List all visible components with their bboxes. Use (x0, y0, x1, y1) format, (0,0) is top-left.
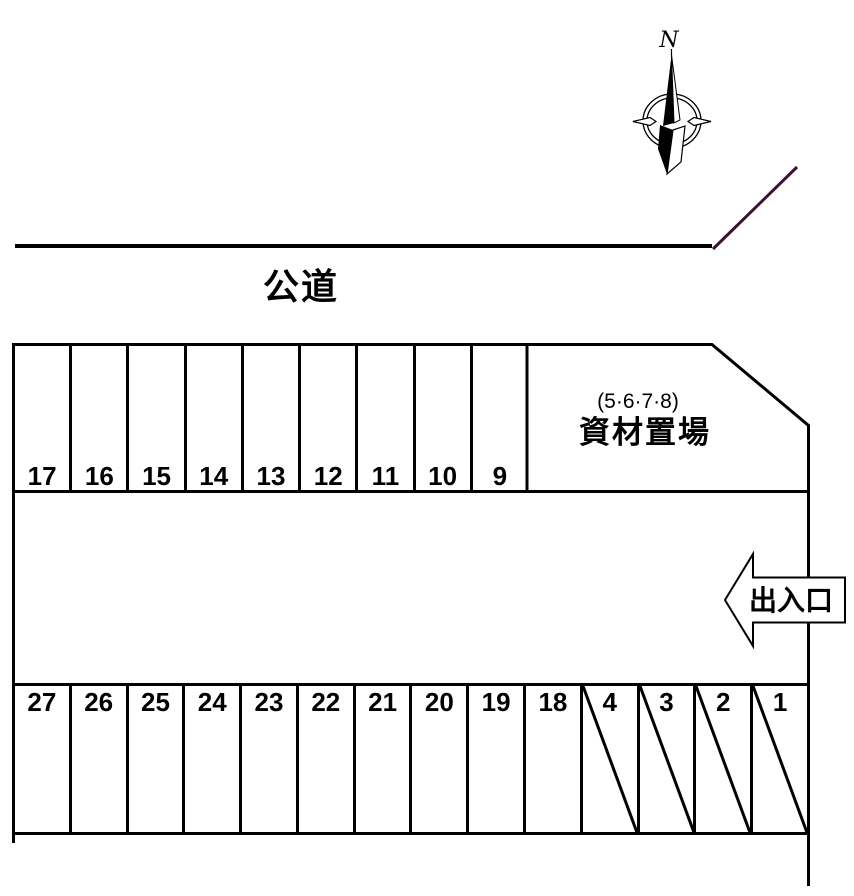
compass-west-point (632, 116, 658, 127)
parking-stall-1: 1 (753, 686, 807, 832)
stall-number: 3 (659, 687, 674, 717)
stall-number: 26 (84, 687, 114, 717)
stall-number: 23 (254, 687, 284, 717)
stall-number: 11 (371, 461, 400, 491)
stall-number: 20 (424, 687, 454, 717)
parking-stall-20: 20 (412, 686, 470, 832)
parking-stall-23: 23 (242, 686, 299, 832)
stall-number: 15 (142, 461, 171, 491)
parking-stall-19: 19 (469, 686, 527, 832)
road-label: 公道 (262, 266, 339, 307)
compass-inner-ring (646, 97, 698, 145)
stall-number: 13 (256, 461, 286, 491)
storage-stall-numbers: (5·6·7·8) (597, 390, 679, 413)
parking-stall-21: 21 (356, 686, 413, 832)
storage-area-label: 資材置場 (579, 415, 711, 450)
stall-diagonal-line (583, 686, 637, 832)
parking-stall-22: 22 (299, 686, 356, 832)
compass-base-dark-face (658, 125, 673, 174)
stall-number: 10 (428, 461, 458, 491)
parking-stall-9: 9 (473, 346, 527, 490)
compass-needle-dark-face (663, 55, 674, 126)
stall-number: 1 (772, 687, 788, 717)
site-boundary-diagonal-line (711, 165, 799, 251)
stall-diagonal-line (753, 686, 807, 832)
compass-north-label: N (658, 28, 679, 53)
compass-rose: N (632, 28, 712, 176)
parking-stall-17: 17 (15, 346, 73, 491)
road-line (15, 244, 712, 248)
parking-stall-27: 27 (15, 686, 72, 832)
stall-number: 21 (368, 687, 398, 717)
stall-number: 14 (199, 461, 229, 491)
parking-stall-16: 16 (72, 346, 130, 491)
parking-stall-10: 10 (416, 346, 473, 490)
parking-stall-25: 25 (129, 686, 186, 832)
stall-diagonal-line (696, 686, 750, 832)
parking-stall-11: 11 (358, 346, 416, 491)
parking-stall-18: 18 (526, 686, 583, 832)
parking-stall-2: 2 (696, 686, 754, 832)
compass-east-point (686, 116, 712, 127)
stall-diagonal-line (640, 686, 694, 832)
compass-base-light-face (666, 125, 686, 176)
stall-number: 22 (311, 687, 341, 717)
compass-needle-light-face (671, 54, 681, 124)
stall-number: 24 (197, 687, 227, 717)
stall-number: 9 (492, 461, 508, 491)
stall-number: 18 (538, 687, 568, 717)
stall-number: 27 (27, 687, 57, 717)
parking-stall-13: 13 (244, 346, 302, 491)
stall-number: 4 (602, 687, 617, 717)
parking-stall-26: 26 (72, 686, 129, 832)
stall-number: 12 (313, 461, 343, 491)
parking-stall-15: 15 (129, 346, 187, 491)
parking-stall-4: 4 (583, 686, 640, 832)
top-parking-row: 17 16 15 14 13 12 11 10 9 (12, 343, 527, 493)
entrance-label: 出入口 (748, 585, 833, 616)
parking-stall-14: 14 (187, 346, 244, 490)
stall-number: 25 (140, 687, 170, 717)
stall-number: 16 (84, 461, 114, 491)
parking-stall-3: 3 (640, 686, 697, 832)
stall-number: 2 (716, 687, 731, 717)
stall-number: 19 (481, 687, 511, 717)
parking-stall-12: 12 (301, 346, 359, 491)
stall-number: 17 (27, 461, 57, 491)
parking-stall-24: 24 (185, 686, 243, 832)
compass-outer-ring (642, 93, 702, 149)
